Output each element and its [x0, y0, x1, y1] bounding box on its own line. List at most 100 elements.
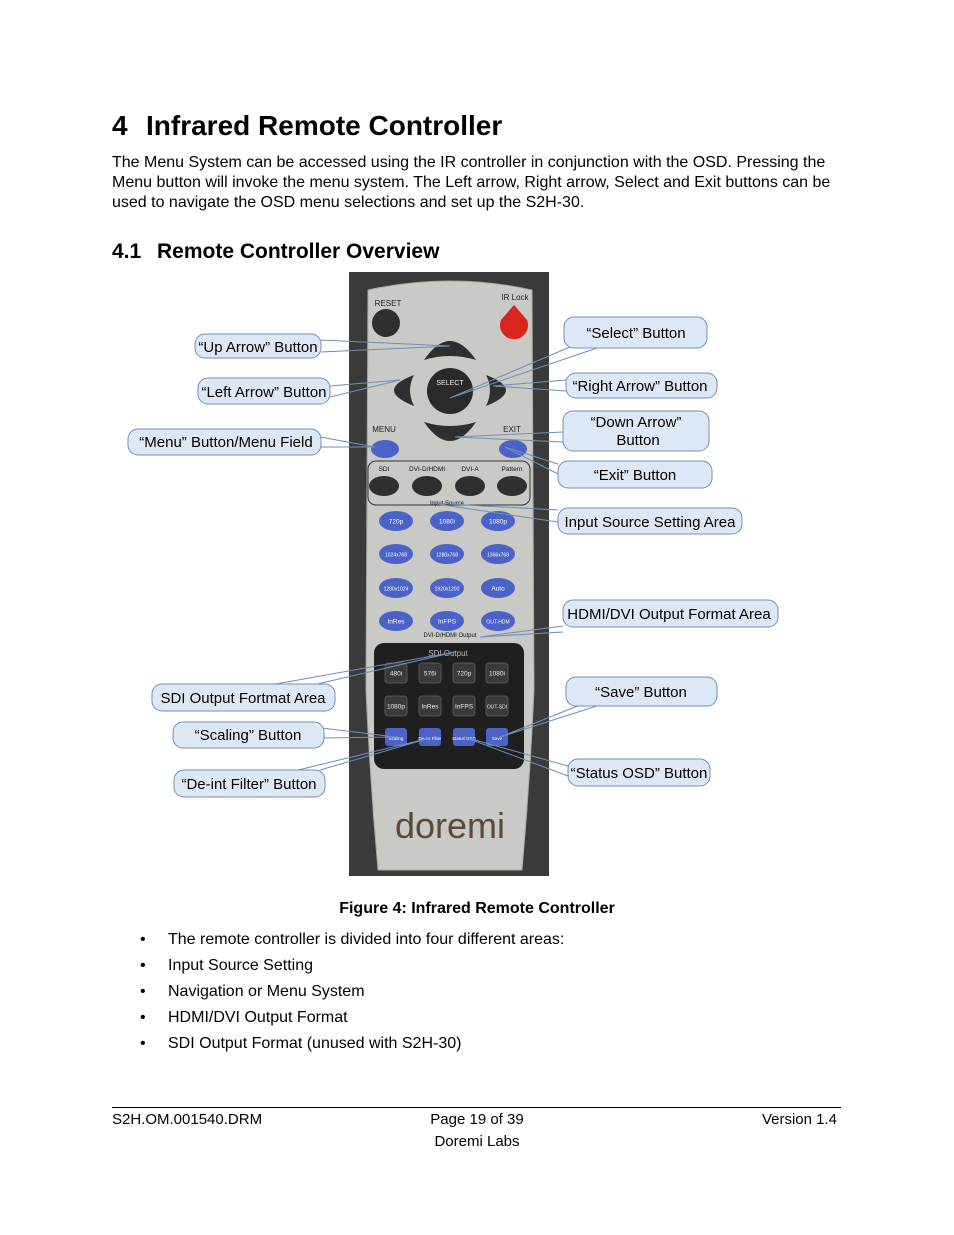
format-button-out-hdm[interactable]: [481, 611, 515, 631]
format-button-1080i[interactable]: [430, 511, 464, 531]
subsection-title: Remote Controller Overview: [157, 240, 440, 263]
callout-left-text: “Left Arrow” Button: [201, 384, 326, 401]
input-label-dvi-d-hdmi: DVI-D/HDMI: [409, 466, 445, 473]
format-button-infps[interactable]: [430, 611, 464, 631]
input-button-pattern[interactable]: [497, 476, 527, 496]
footer-doc-id: S2H.OM.001540.DRM: [112, 1111, 263, 1128]
callout-input-box: [557, 507, 743, 535]
callout-select-text: “Select” Button: [586, 325, 685, 342]
list-item: •The remote controller is divided into f…: [140, 931, 565, 948]
format-button-1280x768[interactable]: [430, 544, 464, 564]
callout-menu-text: “Menu” Button/Menu Field: [139, 434, 312, 451]
sdi-button-infps[interactable]: [452, 695, 476, 717]
sdi-button-label: 720p: [457, 671, 472, 678]
section-title: Infrared Remote Controller: [146, 110, 503, 141]
callout-scaling-box: [172, 721, 325, 749]
select-button[interactable]: [427, 368, 473, 414]
format-button-label: 1920x1200: [435, 587, 460, 593]
format-button-label: InFPS: [438, 619, 457, 626]
input-source-area: [367, 460, 531, 506]
reset-button[interactable]: [372, 309, 400, 337]
sdi-button-label: Scaling: [389, 736, 404, 741]
list-item: •Navigation or Menu System: [140, 983, 365, 1000]
footer-version: Version 1.4: [761, 1111, 837, 1128]
callout-hdmi-text: HDMI/DVI Output Format Area: [567, 606, 771, 623]
sdi-button-label: InRes: [422, 704, 440, 711]
callout-up-box: [194, 333, 322, 359]
sdi-button-de-int-filter[interactable]: [419, 728, 441, 746]
input-button-dvi-a[interactable]: [455, 476, 485, 496]
sdi-button-576i[interactable]: [418, 662, 442, 684]
sdi-button-scaling[interactable]: [385, 728, 407, 746]
sdi-button-720p[interactable]: [452, 662, 476, 684]
callout-sdi-text: SDI Output Fortmat Area: [160, 690, 326, 707]
sdi-button-label: 480i: [390, 671, 402, 678]
format-button-inres[interactable]: [379, 611, 413, 631]
select-label: SELECT: [436, 380, 464, 387]
callout-left-box: [197, 377, 331, 405]
sdi-button-1080p[interactable]: [384, 695, 408, 717]
list-item: •SDI Output Format (unused with S2H-30): [140, 1035, 462, 1052]
callout-status-box: [567, 758, 711, 787]
format-button-1280x1024[interactable]: [379, 578, 413, 598]
section-number: 4: [112, 110, 128, 141]
menu-button[interactable]: [371, 440, 399, 458]
format-button-1080p[interactable]: [481, 511, 515, 531]
irlock-label: IR Lock: [501, 293, 529, 302]
sdi-button-label: Save: [492, 736, 503, 741]
footer-rule: [112, 1107, 841, 1108]
exit-button[interactable]: [499, 440, 527, 458]
format-button-label: 720p: [389, 519, 404, 526]
sdi-button-label: OUT-SDI: [487, 705, 507, 711]
exit-label: EXIT: [503, 425, 521, 434]
doremi-logo: doremi: [395, 805, 505, 846]
callout-boxes: [127, 316, 779, 798]
leader-lines: [269, 339, 601, 777]
format-button-label: 1280x768: [436, 553, 458, 559]
list-item: •Input Source Setting: [140, 957, 313, 974]
callout-exit-box: [557, 460, 713, 489]
sdi-button-label: Status OSD: [452, 736, 477, 741]
callout-down-box: [562, 410, 710, 452]
sdi-button-out-sdi[interactable]: [485, 695, 509, 717]
input-label-sdi: SDI: [379, 466, 390, 473]
input-label-dvi-a: DVI-A: [461, 466, 479, 473]
format-button-1024x768[interactable]: [379, 544, 413, 564]
format-button-label: 1080i: [439, 519, 455, 526]
sdi-button-label: De-int Filter: [418, 736, 442, 741]
menu-label: MENU: [372, 425, 396, 434]
input-source-buttons: [369, 476, 527, 496]
input-button-sdi[interactable]: [369, 476, 399, 496]
callout-deint-box: [173, 769, 326, 798]
callout-down-text-1: “Down Arrow”: [591, 414, 682, 431]
footer-page: Page 19 of 39: [430, 1111, 524, 1128]
figure-caption: Figure 4: Infrared Remote Controller: [339, 900, 615, 917]
format-button-label: 1280x1024: [384, 587, 409, 593]
format-button-label: 1024x768: [385, 553, 407, 559]
callout-deint-text: “De-int Filter” Button: [181, 776, 316, 793]
callout-up-text: “Up Arrow” Button: [198, 339, 317, 356]
sdi-button-1080i[interactable]: [485, 662, 509, 684]
sdi-button-label: InFPS: [455, 704, 474, 711]
sdi-button-save[interactable]: [486, 728, 508, 746]
left-arrow-button[interactable]: [394, 375, 414, 406]
callout-exit-text: “Exit” Button: [594, 467, 677, 484]
format-button-1366x768[interactable]: [481, 544, 515, 564]
format-button-1920x1200[interactable]: [430, 578, 464, 598]
input-source-labels: SDI DVI-D/HDMI DVI-A Pattern: [379, 466, 523, 473]
sdi-button-inres[interactable]: [418, 695, 442, 717]
format-button-auto[interactable]: [481, 578, 515, 598]
callout-menu-box: [127, 428, 322, 456]
irlock-button[interactable]: [500, 305, 528, 340]
list-item: •HDMI/DVI Output Format: [140, 1009, 348, 1026]
bullet-list: •The remote controller is divided into f…: [140, 930, 564, 1060]
right-arrow-button[interactable]: [486, 375, 506, 406]
input-button-dvi-d-hdmi[interactable]: [412, 476, 442, 496]
format-button-720p[interactable]: [379, 511, 413, 531]
sdi-button-label: 576i: [424, 671, 436, 678]
callout-right-text: “Right Arrow” Button: [572, 378, 707, 395]
intro-paragraph: The Menu System can be accessed using th…: [112, 154, 831, 211]
input-label-pattern: Pattern: [502, 466, 523, 473]
format-button-label: 1366x768: [487, 553, 509, 559]
